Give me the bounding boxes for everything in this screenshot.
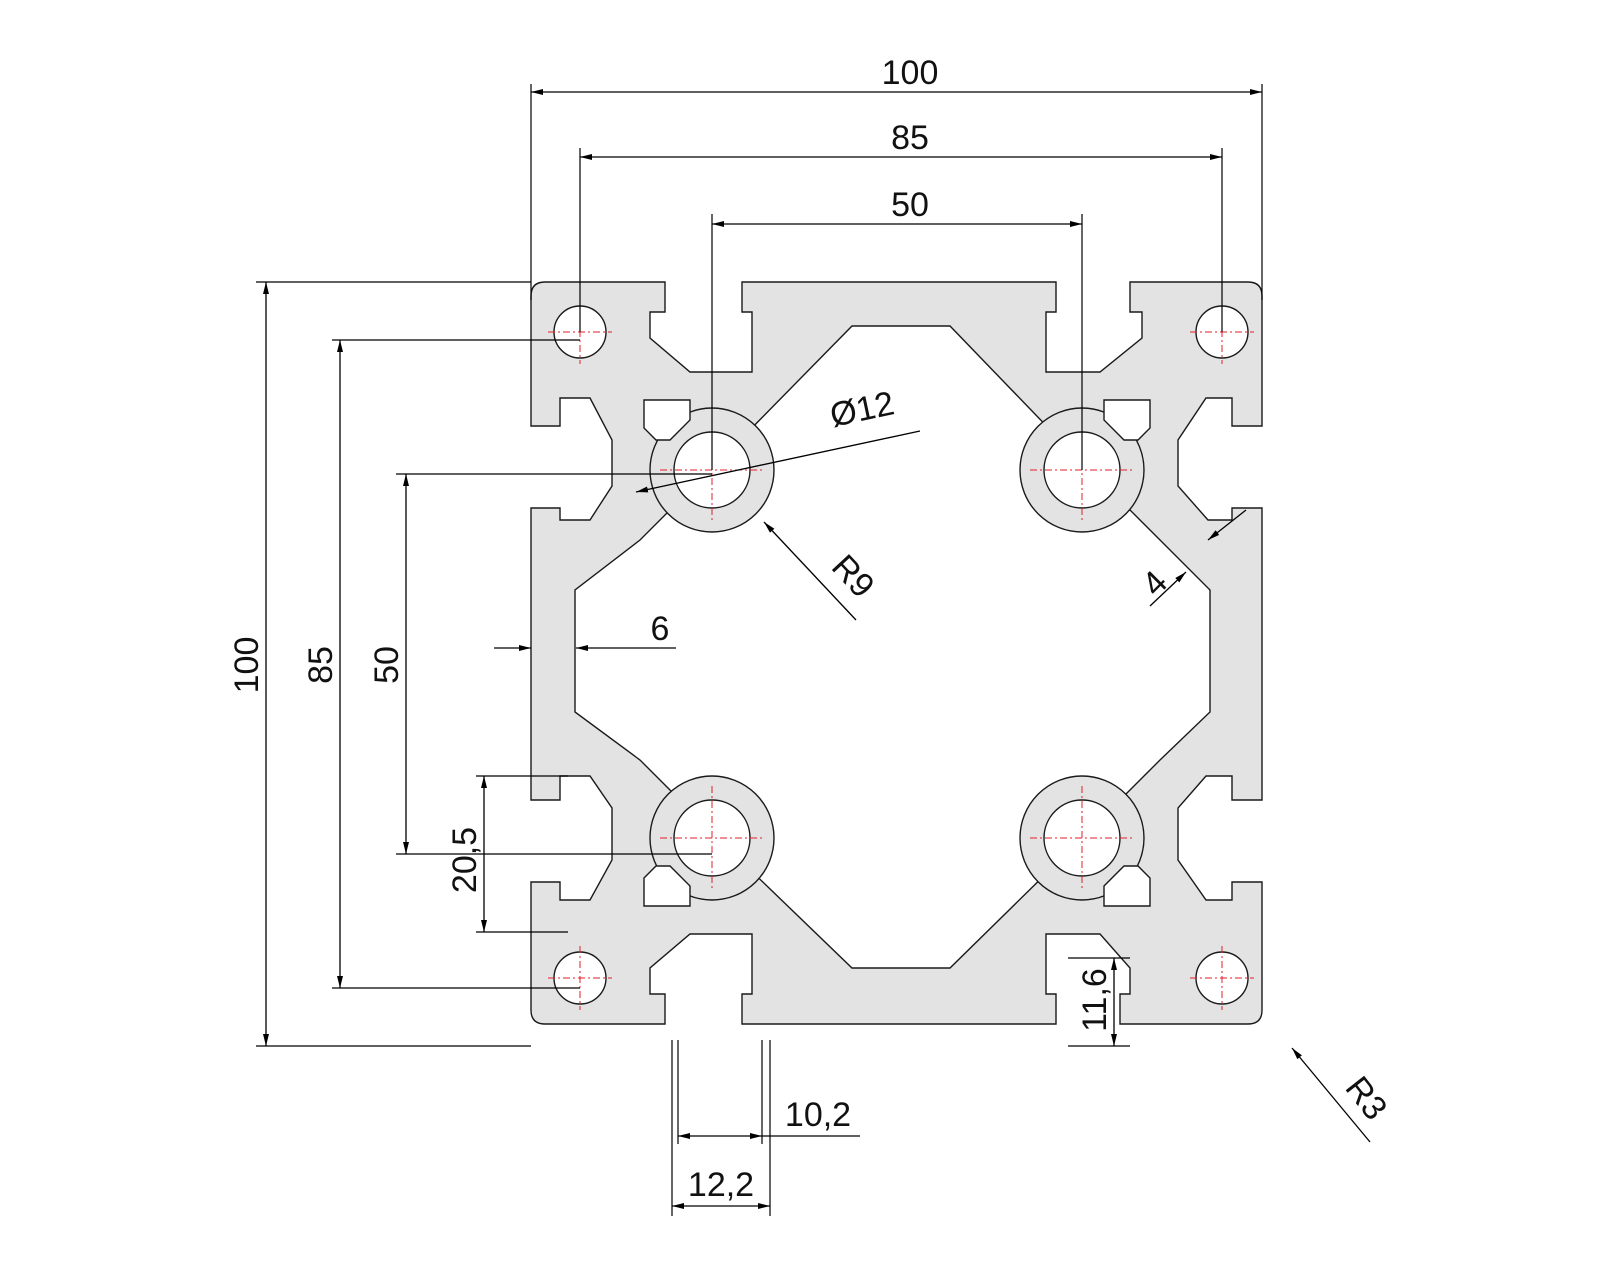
dim-wall-side-label: 6 — [651, 610, 670, 648]
dim-slot-inner-label: 12,2 — [688, 1166, 754, 1204]
dim-slot-opening-label: 10,2 — [785, 1096, 851, 1134]
dim-top-pitch: 85 — [579, 119, 1223, 332]
dim-corner-radius-label: R3 — [1338, 1070, 1395, 1128]
dim-left-pitch: 85 — [302, 339, 580, 989]
dim-slot-depth-side-label: 20,5 — [446, 827, 484, 893]
dim-left-center-label: 50 — [368, 646, 406, 684]
dim-slot-depth-bottom: 11,6 — [1068, 957, 1130, 1047]
dim-top-overall: 100 — [530, 54, 1263, 300]
dim-corner-radius: R3 — [1291, 1047, 1395, 1143]
dim-slot-opening: 10,2 — [677, 1040, 860, 1144]
dim-left-pitch-label: 85 — [302, 646, 340, 684]
relief-slot-bottom-right — [1103, 865, 1151, 907]
relief-slot-bottom-left — [643, 865, 691, 907]
dim-bore-diameter-label: Ø12 — [827, 384, 898, 435]
dim-left-overall-label: 100 — [228, 637, 266, 694]
dim-left-overall: 100 — [228, 281, 531, 1047]
profile-outer-body — [530, 281, 1263, 1025]
profile-cross-section — [530, 281, 1263, 1025]
dim-slot-depth-side: 20,5 — [446, 775, 568, 933]
dim-top-pitch-label: 85 — [891, 119, 929, 157]
relief-slot-top-right — [1103, 399, 1151, 441]
dim-slot-depth-bottom-label: 11,6 — [1076, 968, 1114, 1032]
dim-top-center-label: 50 — [891, 186, 929, 224]
dim-left-center: 50 — [368, 473, 712, 855]
relief-slot-top-left — [643, 399, 691, 441]
dim-boss-radius-label: R9 — [824, 548, 881, 606]
dim-slot-inner: 12,2 — [671, 1040, 771, 1216]
dim-top-overall-label: 100 — [882, 54, 939, 92]
dim-wall-side: 6 — [494, 610, 676, 651]
dim-boss-radius: R9 — [763, 521, 882, 621]
dim-wall-diagonal-label: 4 — [1135, 563, 1175, 603]
dim-top-center: 50 — [711, 186, 1083, 470]
